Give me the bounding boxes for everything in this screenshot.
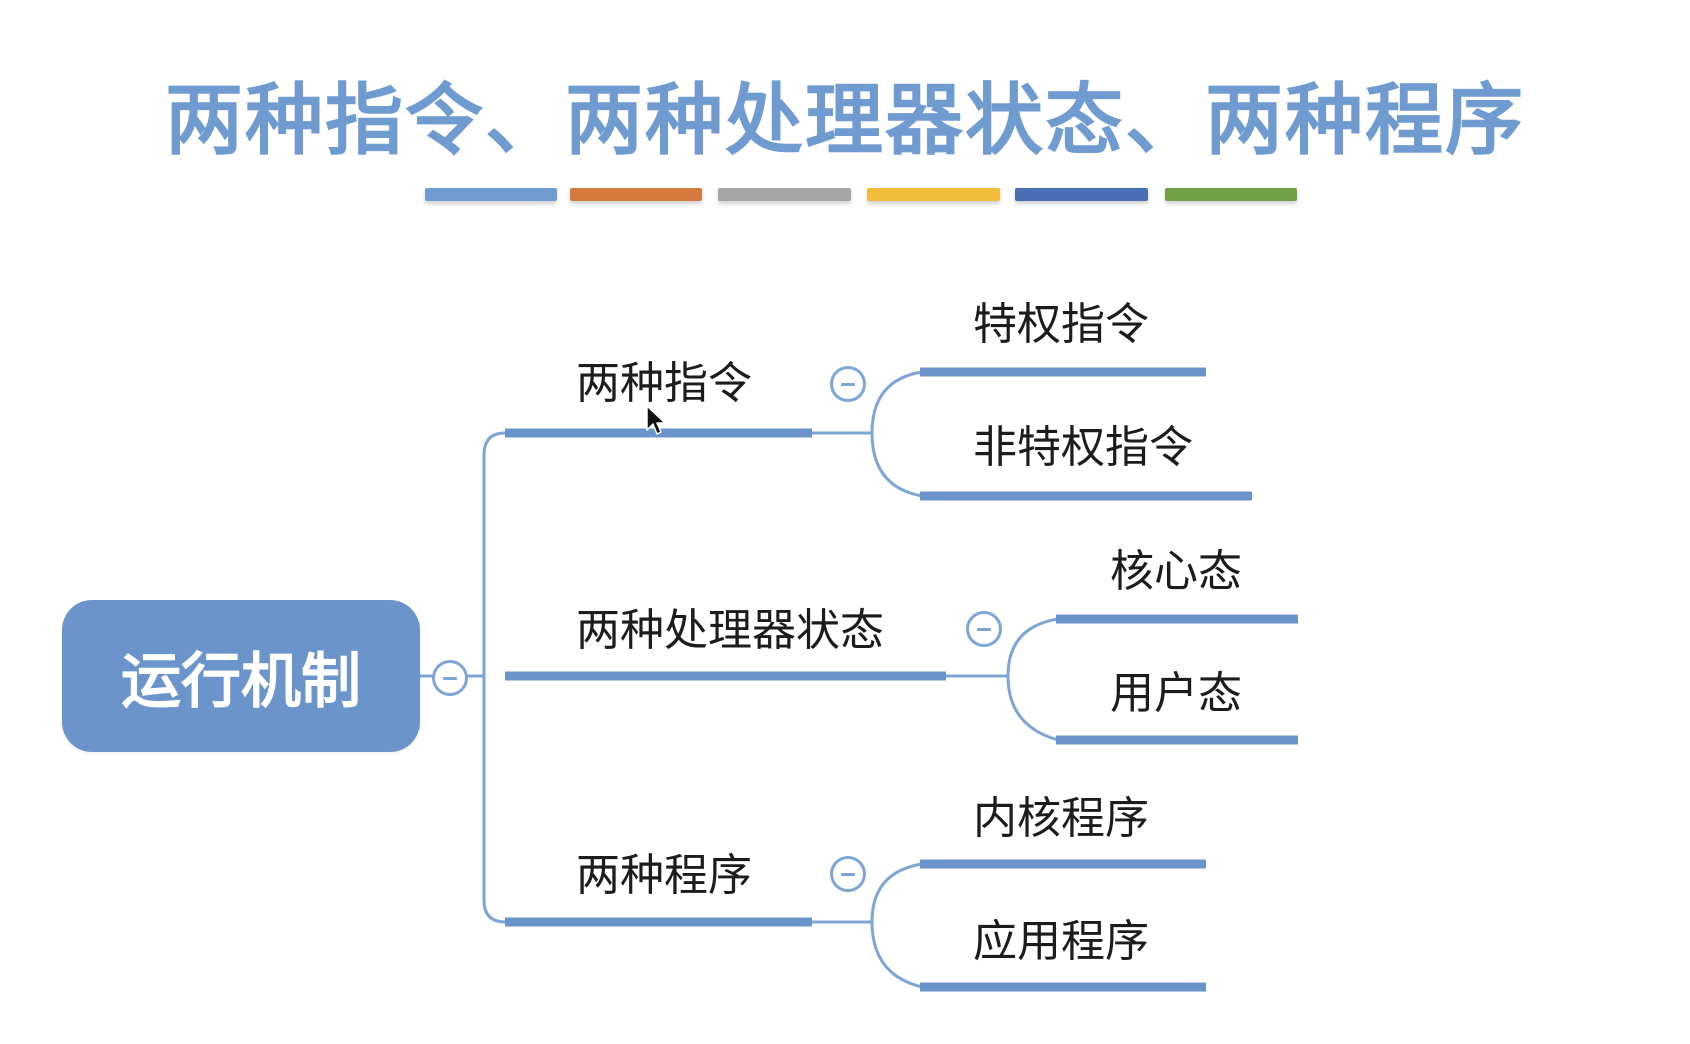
fork-programs: [870, 862, 923, 989]
title-color-bar-6: [1165, 188, 1297, 201]
leaf-label-application[interactable]: 应用程序: [973, 916, 1149, 967]
title-color-bar-4: [867, 188, 1000, 201]
title-color-bar-3: [718, 188, 851, 201]
collapse-root-button[interactable]: [432, 660, 468, 696]
leaf-label-kernel-program[interactable]: 内核程序: [973, 793, 1149, 844]
collapse-programs-button[interactable]: [830, 856, 866, 892]
branch-label-programs[interactable]: 两种程序: [576, 850, 752, 901]
leaf-label-user-mode[interactable]: 用户态: [1110, 668, 1242, 719]
root-node[interactable]: 运行机制: [62, 600, 420, 752]
title-color-bar-1: [425, 188, 557, 201]
collapse-instructions-button[interactable]: [830, 366, 866, 402]
leaf-label-kernel-mode[interactable]: 核心态: [1110, 546, 1242, 597]
title-color-bar-5: [1015, 188, 1148, 201]
root-label: 运行机制: [121, 646, 361, 717]
leaf-label-privileged[interactable]: 特权指令: [973, 299, 1149, 350]
mouse-cursor-icon: [646, 405, 666, 435]
fork-instructions: [870, 370, 923, 498]
leaf-label-nonprivileged[interactable]: 非特权指令: [973, 422, 1193, 473]
trunk-line: [482, 431, 506, 924]
branch-label-states[interactable]: 两种处理器状态: [576, 605, 884, 656]
branch-label-instructions[interactable]: 两种指令: [576, 358, 752, 409]
slide-title: 两种指令、两种处理器状态、两种程序: [164, 76, 1525, 166]
fork-states: [1006, 617, 1059, 742]
collapse-states-button[interactable]: [966, 611, 1002, 647]
title-color-bar-2: [570, 188, 702, 201]
